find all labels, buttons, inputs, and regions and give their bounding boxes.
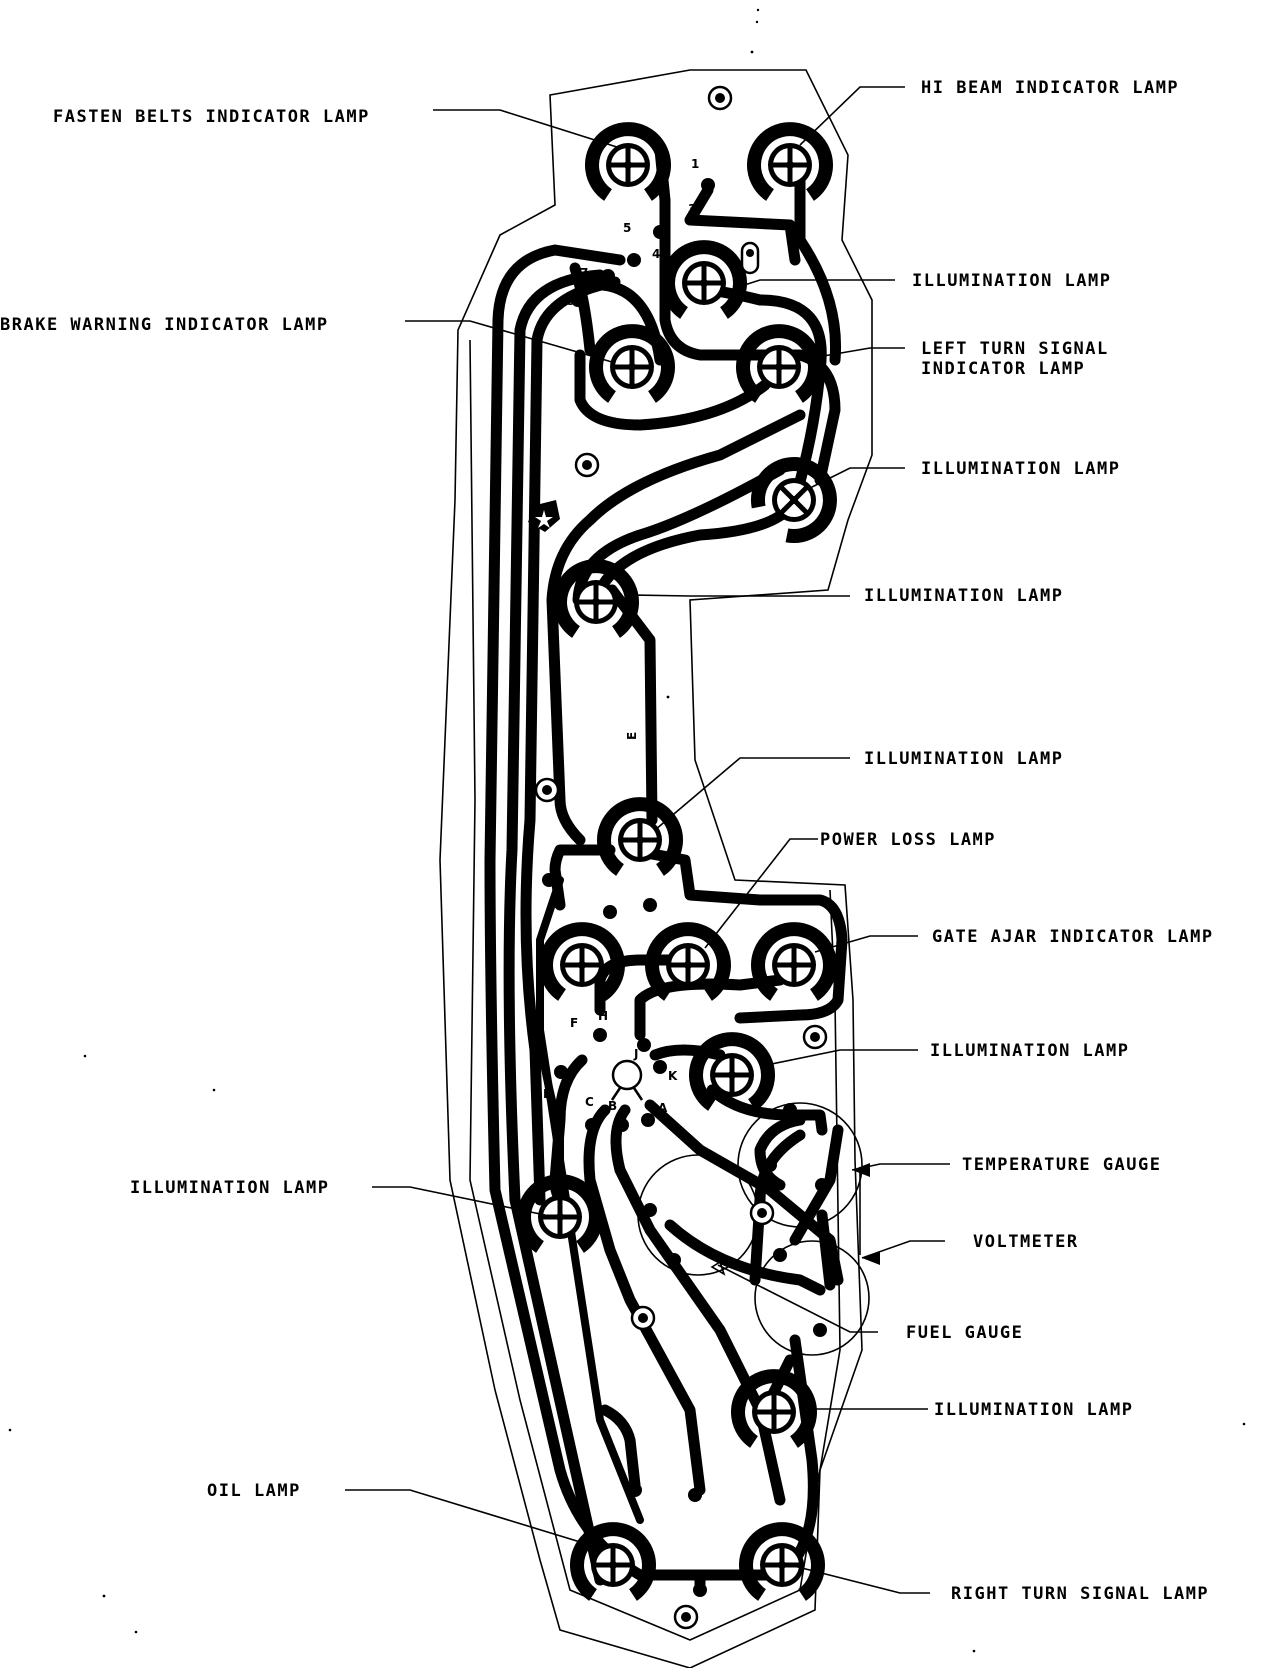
label-left-turn-2: INDICATOR LAMP xyxy=(921,359,1085,379)
pin-e-top: E xyxy=(625,732,639,740)
socket-illumination-5 xyxy=(696,1039,768,1105)
component-labels: FASTEN BELTS INDICATOR LAMP HI BEAM INDI… xyxy=(0,78,1214,1604)
pin-e: E xyxy=(543,1087,551,1101)
label-hi-beam: HI BEAM INDICATOR LAMP xyxy=(921,78,1179,98)
socket-oil xyxy=(577,1529,649,1595)
pin-a: A xyxy=(658,1101,668,1115)
socket-gate-ajar xyxy=(758,929,830,995)
label-right-turn: RIGHT TURN SIGNAL LAMP xyxy=(951,1584,1209,1604)
mounting-holes xyxy=(534,85,828,1630)
label-fasten-belts: FASTEN BELTS INDICATOR LAMP xyxy=(53,107,370,127)
star-marker xyxy=(528,500,560,532)
solder-pads xyxy=(542,178,829,1597)
label-illumination-6: ILLUMINATION LAMP xyxy=(934,1400,1134,1420)
label-illumination-3: ILLUMINATION LAMP xyxy=(864,586,1064,606)
pin-4: 4 xyxy=(652,247,660,261)
socket-fasten-belts xyxy=(592,129,664,195)
socket-left-turn xyxy=(743,331,815,397)
label-power-loss: POWER LOSS LAMP xyxy=(820,830,996,850)
pin-c: C xyxy=(585,1095,594,1109)
socket-illumination-1 xyxy=(668,247,740,313)
pin-h: H xyxy=(598,1009,608,1023)
label-temperature-gauge: TEMPERATURE GAUGE xyxy=(962,1155,1162,1175)
pin-3: 3 xyxy=(688,202,696,216)
label-gate-ajar: GATE AJAR INDICATOR LAMP xyxy=(932,927,1214,947)
scan-specks xyxy=(8,8,1246,1653)
socket-hi-beam xyxy=(754,129,826,195)
label-oil-lamp: OIL LAMP xyxy=(207,1481,301,1501)
pin-8: 8 xyxy=(566,294,574,308)
pin-b: B xyxy=(608,1099,617,1113)
label-illumination-2: ILLUMINATION LAMP xyxy=(921,459,1121,479)
label-illumination-1: ILLUMINATION LAMP xyxy=(912,271,1112,291)
label-brake-warning: BRAKE WARNING INDICATOR LAMP xyxy=(0,315,329,335)
socket-illumination-2 xyxy=(747,449,845,547)
pin-1: 1 xyxy=(691,157,699,171)
label-fuel-gauge: FUEL GAUGE xyxy=(906,1323,1023,1343)
label-left-turn-1: LEFT TURN SIGNAL xyxy=(921,339,1109,359)
socket-illumination-4 xyxy=(604,804,676,870)
label-voltmeter: VOLTMETER xyxy=(973,1232,1079,1252)
label-illumination-4: ILLUMINATION LAMP xyxy=(864,749,1064,769)
board-inner-outline xyxy=(469,339,841,1641)
pin-j: J xyxy=(633,1047,638,1061)
pin-k: K xyxy=(668,1069,678,1083)
pin-7: 7 xyxy=(580,266,588,280)
leader-lines xyxy=(345,86,950,1594)
pin-labels: 1 3 5 4 7 6 8 E F H J K E C B A xyxy=(543,157,699,1115)
label-illumination-left: ILLUMINATION LAMP xyxy=(130,1178,330,1198)
pin-f: F xyxy=(570,1016,578,1030)
socket-right-turn xyxy=(746,1529,818,1595)
pin-6: 6 xyxy=(612,277,620,291)
pin-5: 5 xyxy=(623,221,631,235)
label-illumination-5: ILLUMINATION LAMP xyxy=(930,1041,1130,1061)
